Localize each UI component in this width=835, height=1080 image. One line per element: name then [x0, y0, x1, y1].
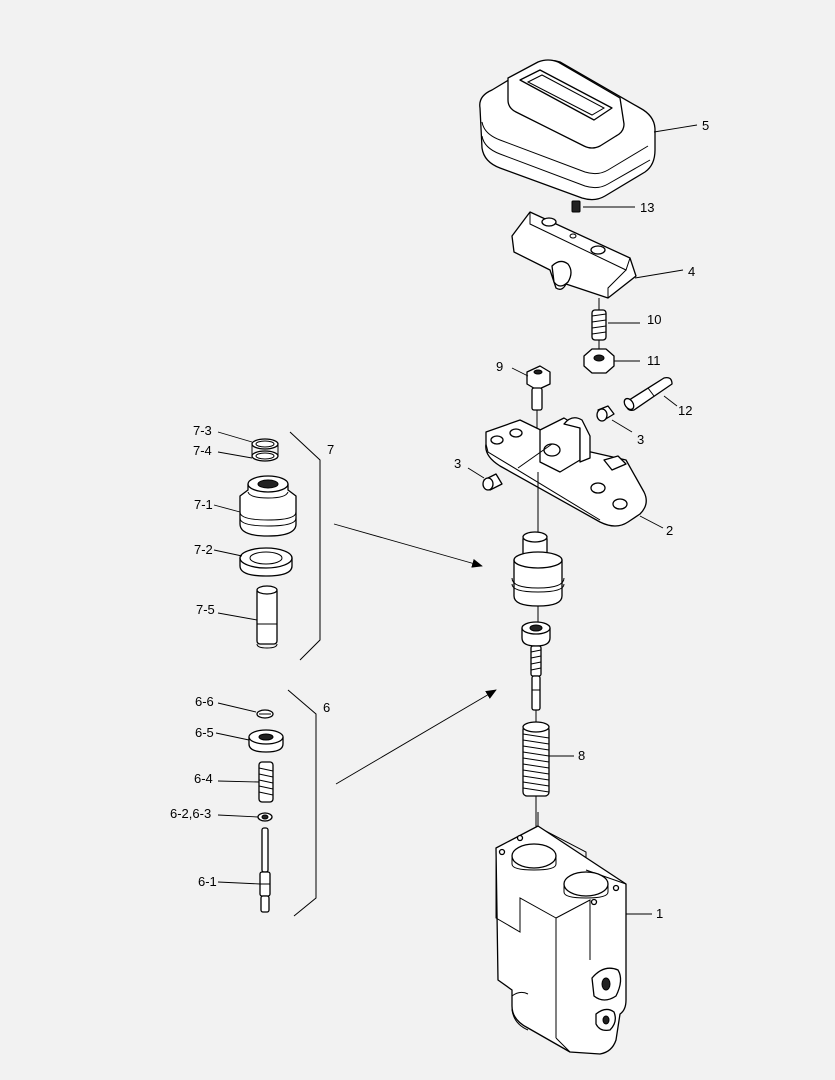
group-6-bracket	[287, 689, 317, 917]
part-8-spring	[522, 721, 550, 797]
callout-13: 13	[640, 200, 654, 215]
part-1-valve-housing	[495, 825, 627, 1055]
part-6-1-spool	[259, 827, 271, 913]
part-6-6-retainer	[256, 709, 274, 719]
part-9-cap-screw	[526, 365, 551, 430]
part-3-bushing-lower	[482, 473, 503, 491]
callout-7-2: 7-2	[194, 542, 213, 557]
group-6-arrow	[335, 689, 497, 785]
group-7-arrow	[333, 523, 483, 568]
part-10-stud	[591, 298, 607, 341]
part-7-5-guide	[256, 585, 278, 649]
callout-6-5: 6-5	[195, 725, 214, 740]
callout-5: 5	[702, 118, 709, 133]
callout-6: 6	[323, 700, 330, 715]
callout-6-4: 6-4	[194, 771, 213, 786]
callout-11: 11	[647, 353, 661, 368]
part-5-boot	[479, 59, 656, 201]
callout-7-4: 7-4	[193, 443, 212, 458]
callout-9: 9	[496, 359, 503, 374]
part-6-4-spring	[258, 761, 274, 803]
part-7-4-seal	[251, 444, 279, 462]
callout-3-upper: 3	[637, 432, 644, 447]
part-7-1-plug	[239, 475, 297, 537]
part-12-pin	[623, 376, 673, 411]
callout-6-2-6-3: 6-2,6-3	[170, 806, 211, 821]
part-3-bushing-upper	[596, 405, 615, 422]
center-plunger-7-assembly	[511, 531, 565, 607]
callout-8: 8	[578, 748, 585, 763]
part-13-set-screw	[571, 200, 581, 213]
callout-7-5: 7-5	[196, 602, 215, 617]
callout-3-lower: 3	[454, 456, 461, 471]
part-11-nut	[583, 340, 615, 374]
center-spool-6-assembly	[521, 621, 551, 711]
part-2-base-plate	[485, 417, 647, 527]
callout-7: 7	[327, 442, 334, 457]
part-6-5-seat	[248, 729, 284, 753]
callout-10: 10	[647, 312, 661, 327]
callout-7-1: 7-1	[194, 497, 213, 512]
callout-6-6: 6-6	[195, 694, 214, 709]
callout-7-3: 7-3	[193, 423, 212, 438]
part-7-3-snap-ring	[251, 438, 279, 450]
callout-12: 12	[678, 403, 692, 418]
callout-1: 1	[656, 906, 663, 921]
part-4-bracket	[511, 211, 637, 299]
callout-4: 4	[688, 264, 695, 279]
callout-6-1: 6-1	[198, 874, 217, 889]
callout-2: 2	[666, 523, 673, 538]
part-6-2-6-3-washer	[257, 812, 273, 822]
group-7-bracket	[289, 431, 321, 661]
part-7-2-ring	[239, 547, 293, 577]
